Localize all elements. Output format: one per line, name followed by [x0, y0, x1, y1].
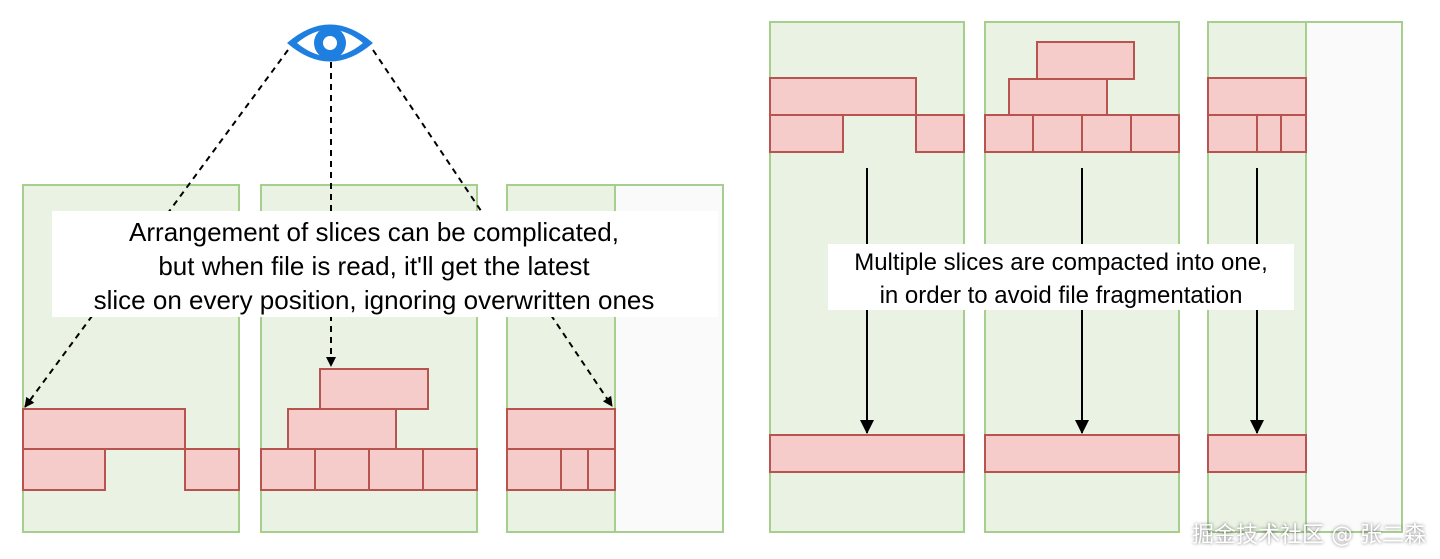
slice [260, 448, 316, 491]
compaction-panel: Multiple slices are compacted into one, … [769, 21, 1403, 533]
slice [184, 448, 240, 491]
column-3-empty-area [1305, 21, 1403, 533]
slice [1036, 41, 1135, 80]
read-caption-line-3: slice on every position, ignoring overwr… [94, 285, 655, 315]
compacted-slice-1 [769, 434, 965, 473]
watermark: 掘金技术社区 @ 张二森 [1192, 523, 1426, 548]
slice [1207, 77, 1307, 116]
eye-icon [287, 24, 373, 62]
read-caption-line-2: but when file is read, it'll get the lat… [158, 251, 590, 281]
slice [368, 448, 424, 491]
slice [422, 448, 478, 491]
slice [319, 368, 429, 410]
read-caption-line-1: Arrangement of slices can be complicated… [129, 217, 619, 247]
slice [560, 448, 589, 491]
compaction-caption-line-2: in order to avoid file fragmentation [880, 282, 1243, 309]
slice [587, 448, 616, 491]
compacted-slice-3 [1207, 434, 1307, 473]
slice [506, 448, 562, 491]
slice [22, 408, 186, 450]
slice [769, 114, 844, 153]
slice [915, 114, 965, 153]
slice [1130, 114, 1180, 153]
slice [1032, 114, 1083, 153]
slice [769, 77, 917, 116]
slice [1081, 114, 1132, 153]
read-panel: Arrangement of slices can be complicated… [22, 24, 724, 533]
compaction-caption-line-1: Multiple slices are compacted into one, [854, 249, 1268, 276]
slice [1008, 78, 1108, 116]
read-caption-background [52, 211, 718, 317]
slice [1207, 114, 1258, 153]
slice [1256, 114, 1282, 153]
slice [984, 114, 1034, 153]
slice [1280, 114, 1307, 153]
slice [22, 448, 106, 491]
slice [314, 448, 370, 491]
slice [506, 408, 616, 450]
compaction-caption-background [828, 244, 1294, 310]
slice [287, 408, 397, 450]
compacted-slice-2 [984, 434, 1180, 473]
